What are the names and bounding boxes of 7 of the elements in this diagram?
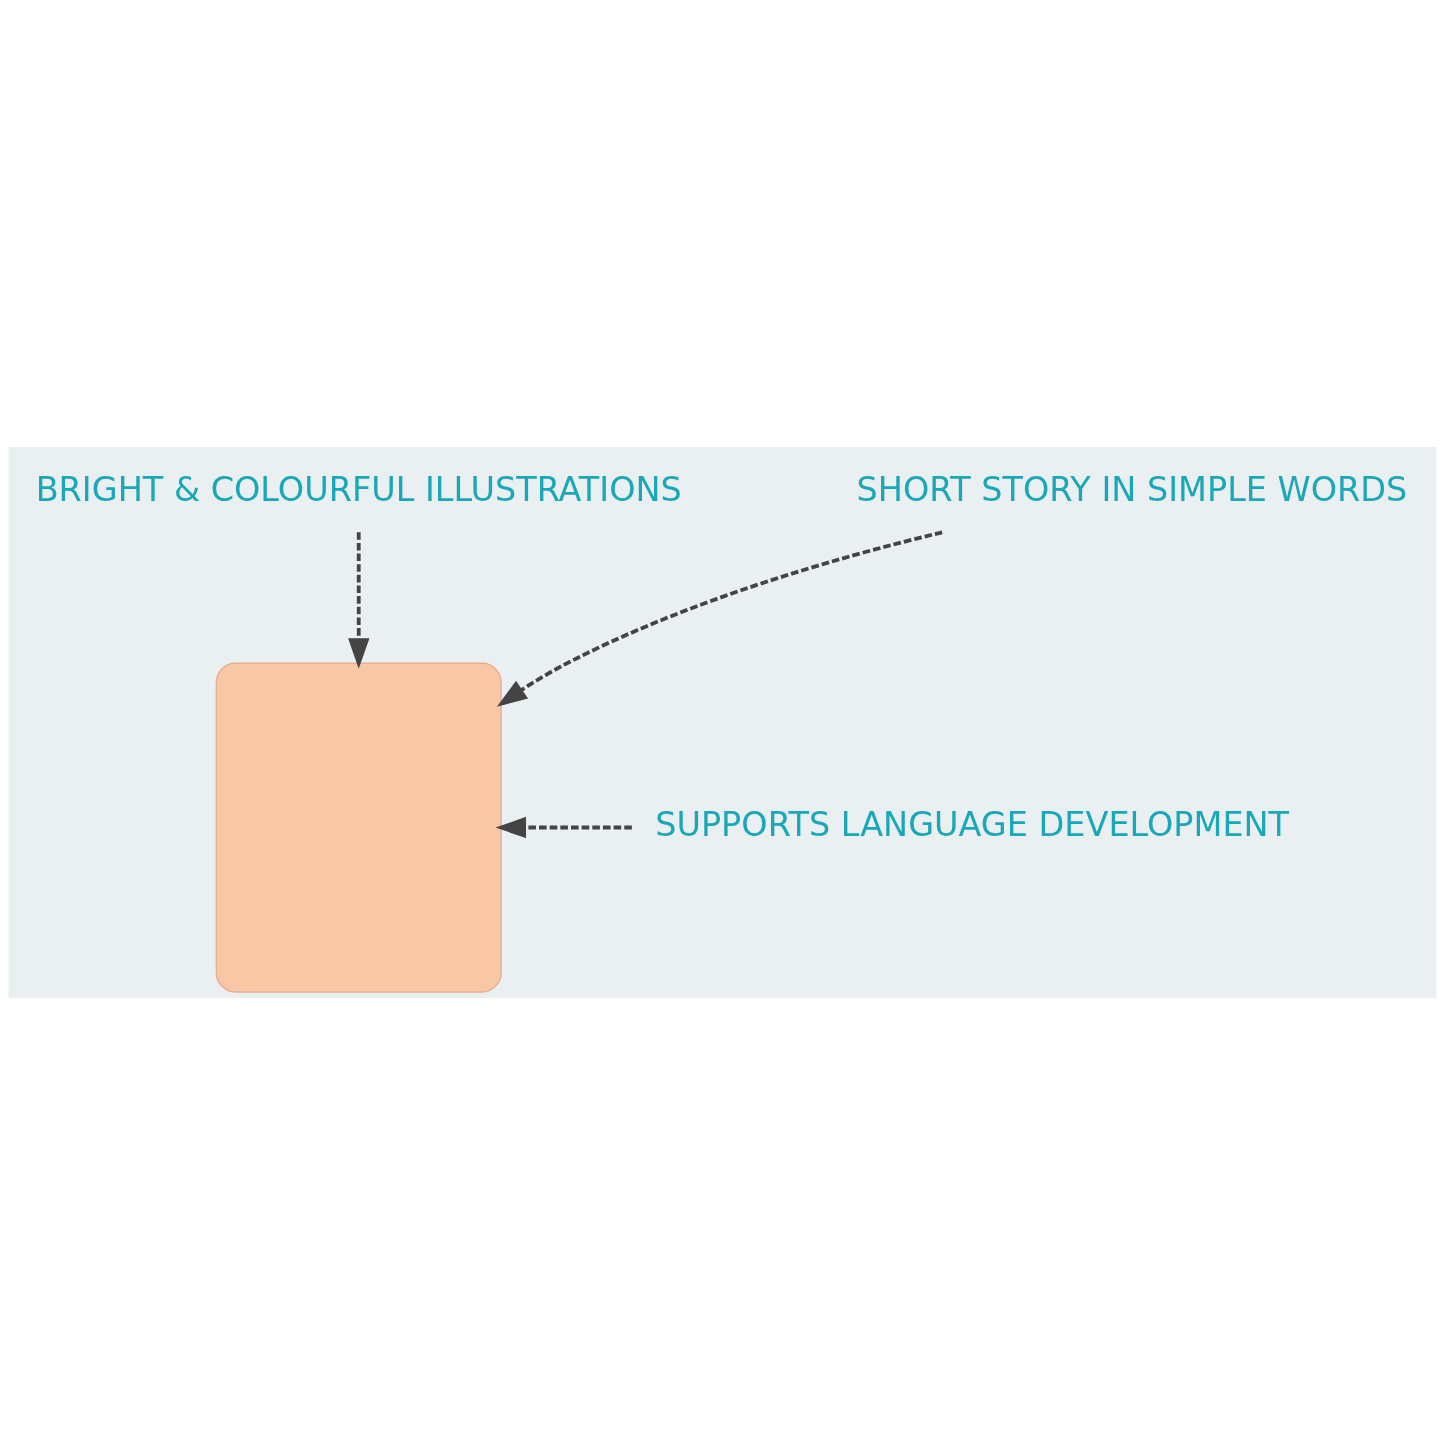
arrow bbox=[495, 816, 632, 839]
node-text: BRIGHT & COLOURFUL ILLUSTRATIONS bbox=[35, 470, 682, 510]
arrow bbox=[348, 532, 370, 669]
node-box bbox=[215, 662, 502, 993]
node-text: SUPPORTS LANGUAGE DEVELOPMENT bbox=[655, 805, 1290, 845]
node-text: SHORT STORY IN SIMPLE WORDS bbox=[856, 470, 1408, 510]
arrow bbox=[496, 530, 943, 707]
